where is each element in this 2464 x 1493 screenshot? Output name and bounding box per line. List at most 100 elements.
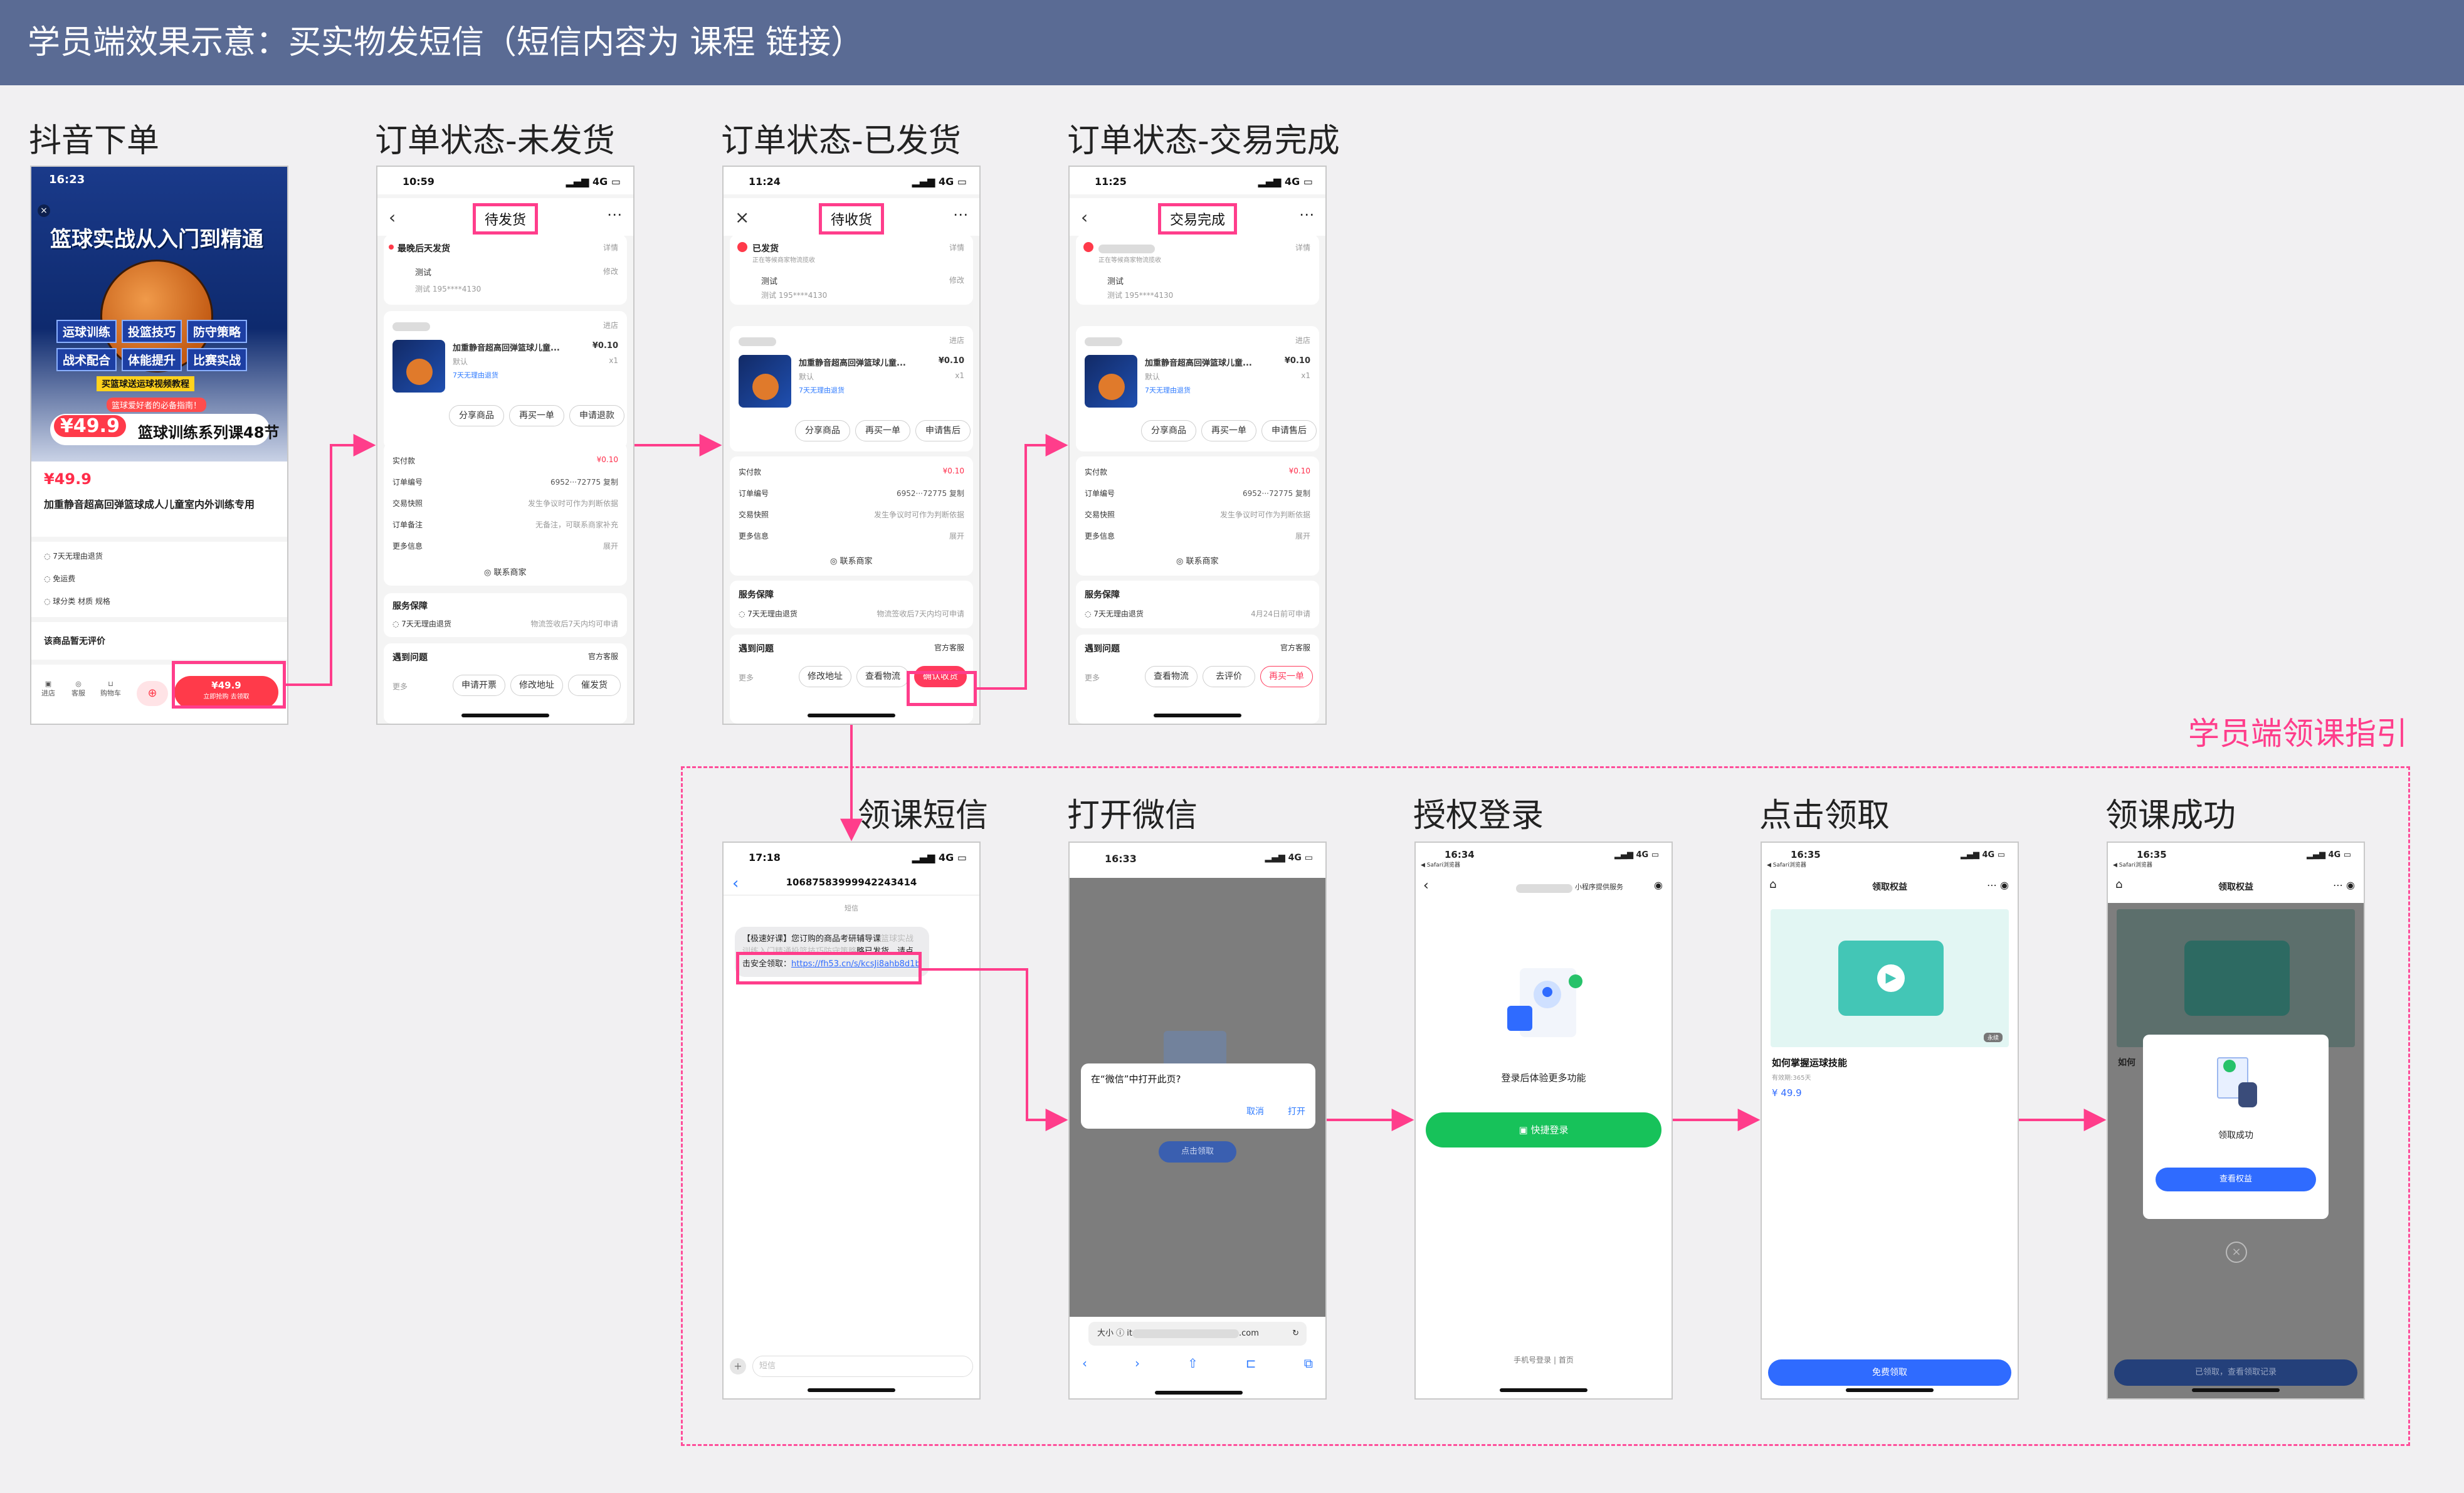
share-button[interactable]: 分享商品 <box>795 420 850 441</box>
detail-link[interactable]: 详情 <box>603 243 618 252</box>
cancel-button[interactable]: 取消 <box>1246 1107 1264 1117</box>
claim-button[interactable]: 点击领取 <box>1159 1141 1236 1163</box>
expand-link[interactable]: 展开 <box>1295 532 1310 541</box>
contact-seller[interactable]: ◎ 联系商家 <box>830 557 873 566</box>
order-no-value[interactable]: 6952···72775 复制 <box>550 478 618 487</box>
bookmark-icon[interactable]: ⊏ <box>1245 1356 1256 1371</box>
more-icon[interactable]: ⋯ ◉ <box>2332 879 2355 891</box>
snapshot-value[interactable]: 发生争议时可作为判断依据 <box>1219 510 1310 519</box>
tabs-icon[interactable]: ⧉ <box>1303 1356 1313 1371</box>
snapshot-value[interactable]: 发生争议时可作为判断依据 <box>873 510 964 519</box>
plus-icon[interactable]: + <box>730 1358 746 1374</box>
rebuy-button[interactable]: 再买一单 <box>1201 420 1256 441</box>
back-nav-icon[interactable]: ‹ <box>1082 1356 1087 1371</box>
order-no-value[interactable]: 6952···72775 复制 <box>1243 489 1310 498</box>
cart-icon[interactable]: ⊔购物车 <box>100 680 121 697</box>
more-link[interactable]: 更多 <box>1085 673 1100 682</box>
course-title: 如何掌握运球技能 <box>1772 1057 1848 1068</box>
help-card: 遇到问题 官方客服 更多 查看物流 去评价 再买一单 <box>1076 635 1319 724</box>
back-icon[interactable]: ‹ <box>1081 207 1088 228</box>
contact-seller[interactable]: ◎ 联系商家 <box>1176 557 1219 566</box>
share-button[interactable]: 分享商品 <box>449 405 504 426</box>
rebuy-button[interactable]: 再买一单 <box>1260 666 1313 687</box>
tag: 比赛实战 <box>187 348 248 371</box>
share-button[interactable]: 分享商品 <box>1141 420 1196 441</box>
store-link[interactable]: 进店 <box>1295 336 1310 345</box>
target-icon[interactable]: ◉ <box>1654 879 1663 891</box>
confirm-receipt-button[interactable]: 确认收货 <box>914 666 967 687</box>
address-card: 已发货 正在等候商家物流揽收 详情 测试 修改 测试 195****4130 <box>730 235 973 305</box>
quick-login-button[interactable]: ▣ 快捷登录 <box>1426 1112 1661 1147</box>
after-sale-button[interactable]: 申请售后 <box>1261 420 1317 441</box>
official-service[interactable]: 官方客服 <box>587 652 618 661</box>
view-records-button[interactable]: 已领取，查看领取记录 <box>2114 1359 2357 1386</box>
contact-seller[interactable]: ◎ 联系商家 <box>484 568 527 578</box>
page-title: 交易完成 <box>1157 203 1238 235</box>
more-link[interactable]: 更多 <box>739 673 754 682</box>
home-link[interactable]: 首页 <box>1558 1356 1574 1364</box>
modify-link[interactable]: 修改 <box>949 276 964 285</box>
snapshot-value[interactable]: 发生争议时可作为判断依据 <box>527 499 618 508</box>
more-icon[interactable]: ⋯ ◉ <box>1986 879 2009 891</box>
status-time: 17:18 <box>749 852 781 863</box>
rebuy-button[interactable]: 再买一单 <box>855 420 910 441</box>
sms-input[interactable]: 短信 <box>752 1356 973 1377</box>
product-price: ¥0.10 <box>1284 356 1310 366</box>
back-icon[interactable]: ‹ <box>389 207 396 228</box>
url-bar[interactable]: 大小 ⓘ it.com ↻ <box>1088 1322 1307 1346</box>
share-icon[interactable]: ⇧ <box>1187 1356 1198 1371</box>
store-link[interactable]: 进店 <box>949 336 964 345</box>
spec-selector[interactable]: ◌ 球分类 材质 规格 <box>44 597 110 606</box>
home-icon[interactable]: ⌂ <box>2115 878 2123 891</box>
safari-bottom-bar: 大小 ⓘ it.com ↻ ‹ › ⇧ ⊏ ⧉ <box>1070 1317 1325 1398</box>
phone-login-link[interactable]: 手机号登录 <box>1514 1356 1552 1364</box>
rebuy-button[interactable]: 再买一单 <box>509 405 564 426</box>
after-sale-button[interactable]: 申请售后 <box>915 420 971 441</box>
close-modal-icon[interactable]: × <box>2226 1242 2247 1263</box>
modify-link[interactable]: 修改 <box>603 267 618 276</box>
view-rights-button[interactable]: 查看权益 <box>2156 1168 2316 1191</box>
more-icon[interactable]: ⋯ <box>607 206 622 223</box>
more-icon[interactable]: ⋯ <box>953 206 968 223</box>
expand-link[interactable]: 展开 <box>603 542 618 551</box>
forward-nav-icon[interactable]: › <box>1135 1356 1140 1371</box>
back-to-app[interactable]: ◀ Safari浏览器 <box>2113 862 2152 868</box>
invoice-button[interactable]: 申请开票 <box>453 675 505 696</box>
close-icon[interactable]: × <box>735 207 750 228</box>
add-cart-icon[interactable]: ⊕ <box>137 681 168 706</box>
store-link[interactable]: 进店 <box>603 321 618 330</box>
modify-address-button[interactable]: 修改地址 <box>799 666 851 687</box>
back-to-app[interactable]: ◀ Safari浏览器 <box>1421 862 1460 868</box>
detail-link[interactable]: 详情 <box>1295 243 1310 252</box>
back-icon[interactable]: ‹ <box>1423 878 1429 894</box>
status-time: 11:24 <box>749 176 781 187</box>
review-button[interactable]: 去评价 <box>1203 666 1255 687</box>
promo-bar: ¥49.9 篮球训练系列课48节 <box>50 414 279 445</box>
close-icon[interactable]: × <box>38 204 50 217</box>
more-link[interactable]: 更多 <box>392 682 408 691</box>
back-to-app[interactable]: ◀ Safari浏览器 <box>1767 862 1806 868</box>
service-icon[interactable]: ◎客服 <box>71 680 85 697</box>
sms-link[interactable]: https://fh53.cn/s/kcsJi8ahb8d1b <box>791 959 920 969</box>
official-service[interactable]: 官方客服 <box>1280 643 1310 652</box>
free-claim-button[interactable]: 免费领取 <box>1768 1359 2011 1386</box>
store-icon[interactable]: ▣进店 <box>41 680 55 697</box>
official-service[interactable]: 官方客服 <box>934 643 964 652</box>
order-no-value[interactable]: 6952···72775 复制 <box>897 489 964 498</box>
status-time: 16:35 <box>2137 849 2167 860</box>
buy-button[interactable]: ¥49.9 立即抢购 去领取 <box>174 676 278 709</box>
product-qty: x1 <box>1301 371 1310 380</box>
refund-button[interactable]: 申请退款 <box>569 405 624 426</box>
view-logistics-button[interactable]: 查看物流 <box>856 666 909 687</box>
more-icon[interactable]: ⋯ <box>1299 206 1314 223</box>
view-logistics-button[interactable]: 查看物流 <box>1145 666 1198 687</box>
play-icon[interactable]: ▶ <box>1877 964 1905 992</box>
back-icon[interactable]: ‹ <box>732 874 739 893</box>
expand-link[interactable]: 展开 <box>949 532 964 541</box>
open-button[interactable]: 打开 <box>1288 1107 1305 1117</box>
detail-link[interactable]: 详情 <box>949 243 964 252</box>
home-icon[interactable]: ⌂ <box>1769 878 1777 891</box>
urge-ship-button[interactable]: 催发货 <box>568 675 621 696</box>
modify-address-button[interactable]: 修改地址 <box>510 675 563 696</box>
remark-value[interactable]: 无备注，可联系商家补充 <box>535 520 618 529</box>
